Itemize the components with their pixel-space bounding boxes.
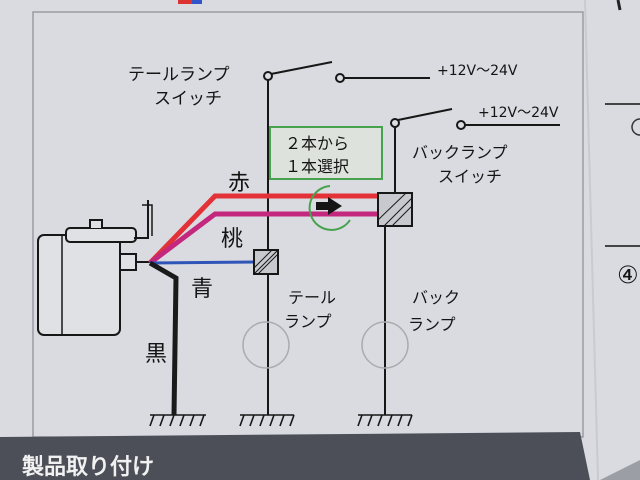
select-one-label: ２本から １本選択 (285, 134, 349, 176)
black-wire-label: 黒 (145, 342, 167, 367)
back-lamp-label-line1: バック (412, 288, 460, 307)
pink-wire-label: 桃 (221, 227, 243, 252)
top-color-mark-2 (192, 0, 202, 4)
select-one-label-line1: ２本から (285, 134, 349, 153)
back-switch-label: バックランプ スイッチ (412, 143, 508, 186)
right-arrow-icon (316, 197, 342, 215)
tail-switch-label: テールランプ スイッチ (128, 65, 230, 109)
black-wire (148, 260, 179, 416)
blue-wire (149, 260, 256, 265)
red-wire-label: 赤 (228, 171, 250, 196)
tail-voltage-label: +12V～24V (437, 63, 518, 79)
red-wire (148, 193, 378, 265)
back-lamp-label: バック ランプ (408, 288, 460, 334)
select-one-box (269, 126, 383, 180)
tail-lamp-symbol (242, 321, 290, 369)
tail-lamp-label-line2: ランプ (284, 312, 332, 331)
back-lamp-switch (390, 108, 560, 130)
side-circle (631, 118, 640, 136)
tail-lamp-label-line1: テール (288, 288, 336, 307)
tail-switch-label-line1: テールランプ (128, 65, 230, 85)
back-lamp-label-line2: ランプ (408, 315, 456, 334)
controller-unit (37, 200, 155, 336)
select-one-label-line2: １本選択 (285, 157, 349, 176)
back-switch-label-line2: スイッチ (438, 167, 502, 186)
tail-lamp-switch (263, 61, 430, 83)
pink-wire (148, 211, 378, 265)
selector-arc (308, 185, 351, 231)
back-lamp-connector (377, 192, 413, 227)
back-switch-label-line1: バックランプ (412, 143, 508, 162)
back-lamp-symbol (361, 321, 409, 369)
top-color-mark (178, 0, 192, 4)
ground-icon (149, 414, 413, 427)
blue-wire-label: 青 (191, 277, 213, 302)
paper-fold (584, 0, 599, 480)
tail-switch-label-line2: スイッチ (154, 89, 222, 109)
section-title-bar (0, 432, 590, 480)
section-title: 製品取り付け (21, 454, 154, 480)
tail-lamp-label: テール ランプ (284, 288, 336, 331)
side-number-label: ④ (617, 261, 639, 289)
page-edge-mark (616, 0, 622, 11)
back-voltage-label: +12V～24V (478, 105, 559, 121)
